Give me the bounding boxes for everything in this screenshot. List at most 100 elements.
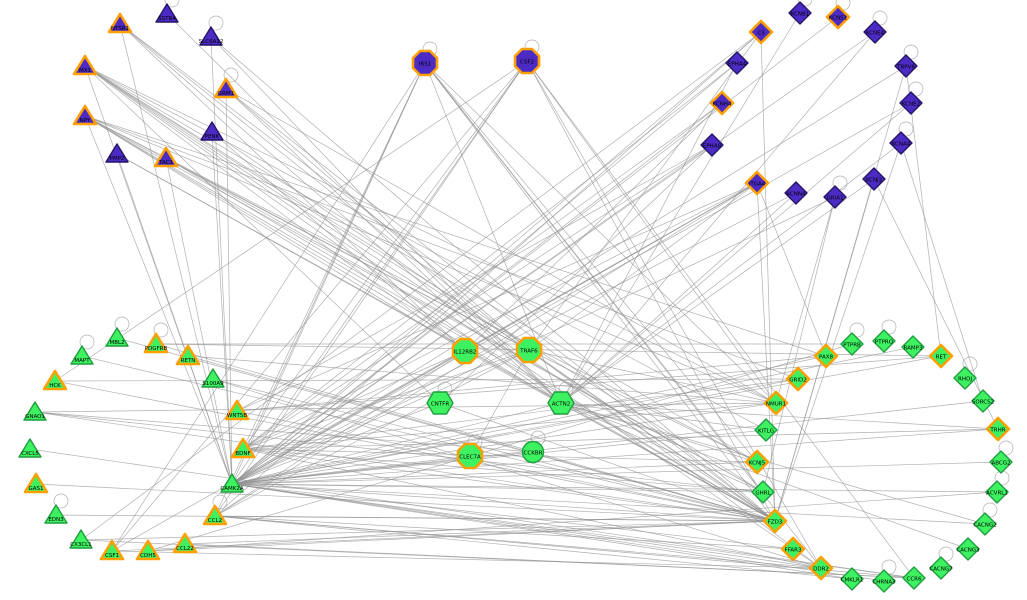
node-PENK[interactable]: PENK xyxy=(200,121,224,141)
edge-GRM1-NMUR1 xyxy=(225,88,777,404)
edge-KCNA4-ACTN2 xyxy=(560,142,902,404)
edge-KCNJ3-ACTN2 xyxy=(560,178,875,404)
triangle-node-shape xyxy=(200,121,224,141)
edge-CCL2-DDR2 xyxy=(214,515,822,569)
node-NPY[interactable]: NPY xyxy=(72,104,98,126)
node-NTSR1[interactable]: NTSR1 xyxy=(107,12,133,34)
edge-CAMK2A-FFAR3 xyxy=(231,483,794,550)
node-HCK[interactable]: HCK xyxy=(42,369,68,391)
node-GNAO1[interactable]: GNAO1 xyxy=(23,401,47,421)
node-CSF1[interactable]: CSF1 xyxy=(99,539,125,561)
node-S100A9[interactable]: S100A9 xyxy=(201,368,225,388)
triangle-node-shape xyxy=(72,104,98,126)
node-CSF2[interactable]: CSF2 xyxy=(513,47,541,75)
node-CACNG3[interactable]: CACNG3 xyxy=(956,537,980,561)
hexagon-node-shape xyxy=(547,391,575,415)
edge-GAS1-FZD3 xyxy=(35,483,776,522)
node-CNTFR[interactable]: CNTFR xyxy=(426,391,454,415)
octagon-node-shape xyxy=(451,337,479,365)
edge-RETN-NMUR1 xyxy=(187,355,777,404)
self-loop-TRPV6 xyxy=(903,44,919,60)
node-IRS1[interactable]: IRS1 xyxy=(411,49,439,77)
edge-EDN3-FZD3 xyxy=(55,514,776,522)
node-ACTN2[interactable]: ACTN2 xyxy=(547,391,575,415)
self-loop-CCL2 xyxy=(212,494,228,510)
triangle-node-shape xyxy=(224,399,250,421)
edge-CAMK2A-KCNJ5 xyxy=(231,461,758,485)
node-RET[interactable]: RET xyxy=(928,343,954,369)
node-CCR6[interactable]: CCR6 xyxy=(902,566,926,590)
self-loop-PTPRB xyxy=(849,322,865,338)
node-KCNJ5[interactable]: KCNJ5 xyxy=(744,449,770,475)
node-CLEC7A[interactable]: CLEC7A xyxy=(456,442,484,470)
edge-KCNB1-ACTN2 xyxy=(560,12,801,404)
edge-WNT5B-FZD3 xyxy=(236,410,776,522)
node-CMKLR1[interactable]: CMKLR1 xyxy=(840,567,864,591)
triangle-node-shape xyxy=(201,368,225,388)
node-KCNJ3[interactable]: KCNJ3 xyxy=(862,167,886,191)
edge-EPHA8-WNT5B xyxy=(236,144,713,412)
edge-CSF2-CCR6 xyxy=(526,60,915,579)
edge-TRAF6-DDR2 xyxy=(528,349,822,569)
triangle-node-shape xyxy=(213,77,239,99)
self-loop-GRIA1 xyxy=(832,175,848,191)
node-SLC6A12[interactable]: SLC6A12 xyxy=(199,26,224,46)
edge-ITGA4-CCL2 xyxy=(214,182,758,517)
node-PMP2[interactable]: PMP2 xyxy=(105,143,129,163)
diamond-node-shape xyxy=(709,90,735,116)
node-IL12RB2[interactable]: IL12RB2 xyxy=(451,337,479,365)
edge-CDH5-FZD3 xyxy=(147,520,776,552)
edge-S100A9-DDR2 xyxy=(212,378,822,569)
diamond-node-shape xyxy=(862,167,886,191)
edge-GRIA1-NMUR1 xyxy=(775,196,836,404)
edge-CSF2-CSF1 xyxy=(111,60,528,552)
diamond-node-shape xyxy=(985,416,1011,442)
diamond-node-shape xyxy=(813,343,839,369)
edge-IRS1-BDNF xyxy=(242,62,426,450)
triangle-node-shape xyxy=(202,504,228,526)
node-PAX8[interactable]: PAX8 xyxy=(813,343,839,369)
diamond-node-shape xyxy=(902,566,926,590)
diamond-node-shape xyxy=(748,19,774,45)
triangle-node-shape xyxy=(23,472,49,494)
edge-CCL22-FZD3 xyxy=(184,520,776,545)
node-CXCL5[interactable]: CXCL5 xyxy=(18,438,42,458)
node-CCKBR[interactable]: CCKBR xyxy=(521,440,545,464)
node-TRHR[interactable]: TRHR xyxy=(985,416,1011,442)
edge-EPHA4-ACTN2 xyxy=(560,62,738,404)
node-CX3CL1[interactable]: CX3CL1 xyxy=(69,529,93,549)
node-RAMP3[interactable]: RAMP3 xyxy=(901,335,925,359)
edge-CCKBR-GNAO1 xyxy=(34,411,534,453)
edge-IRS1-NMUR1 xyxy=(424,62,777,404)
edge-ACTN2-KITLG xyxy=(560,402,767,431)
edge-CAMK2A-DDR2 xyxy=(231,483,822,569)
edge-GNAO1-FZD3 xyxy=(34,411,776,522)
edge-NTSR1-TRAF6 xyxy=(119,23,530,351)
edge-PDGFRB-FZD3 xyxy=(155,343,776,522)
edge-TRAF6-NMUR1 xyxy=(528,349,777,404)
node-KCNN4[interactable]: KCNN4 xyxy=(784,181,808,205)
diamond-node-shape xyxy=(823,185,847,209)
edge-GRM1-FZD3 xyxy=(225,88,776,522)
diamond-node-shape xyxy=(985,480,1009,504)
node-KITLG[interactable]: KITLG xyxy=(754,418,778,442)
node-GAS1[interactable]: GAS1 xyxy=(23,472,49,494)
edge-TRPV6-RET xyxy=(905,65,942,357)
triangle-node-shape xyxy=(199,26,223,46)
edge-KCNE4-ACTN2 xyxy=(560,31,876,404)
node-ITGA4[interactable]: ITGA4 xyxy=(744,170,770,196)
node-MX1[interactable]: MX1 xyxy=(72,54,98,76)
diamond-node-shape xyxy=(901,335,925,359)
node-GRID2[interactable]: GRID2 xyxy=(785,366,811,392)
node-TRAF6[interactable]: TRAF6 xyxy=(515,336,543,364)
edge-HCK-FZD3 xyxy=(54,380,776,522)
diamond-node-shape xyxy=(825,4,851,30)
node-C3[interactable]: C3 xyxy=(748,19,774,45)
edge-S100A9-FZD3 xyxy=(212,378,776,522)
self-loop-CHRNA3 xyxy=(881,559,897,575)
node-PDGFRB[interactable]: PDGFRB xyxy=(143,332,169,354)
edge-CNTFR-CAMK2A xyxy=(231,402,441,485)
node-SORCS2[interactable]: SORCS2 xyxy=(971,389,995,413)
